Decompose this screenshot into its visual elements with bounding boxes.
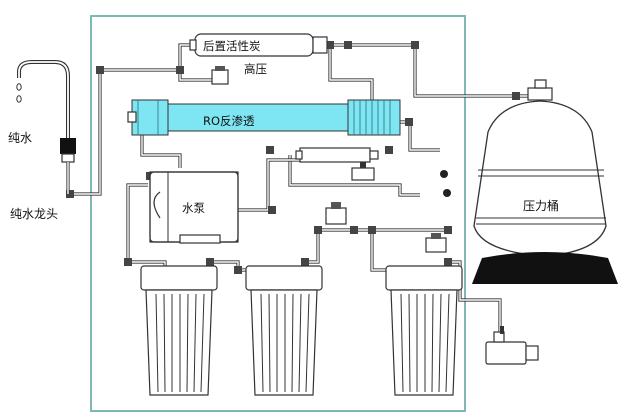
pump-label: 水泵 xyxy=(182,201,205,215)
filter-housing-1 xyxy=(140,265,218,396)
filter-housing-3 xyxy=(385,265,463,396)
ro-membrane-housing xyxy=(127,99,401,136)
post-carbon-filter xyxy=(189,33,328,57)
pure-water-faucet xyxy=(17,60,76,194)
water-drop-icon xyxy=(16,95,22,103)
flow-restrictor xyxy=(295,147,379,163)
faucet-label: 纯水龙头 xyxy=(10,207,58,221)
booster-pump xyxy=(149,171,239,244)
high-pressure-label: 高压 xyxy=(244,62,267,76)
drain-outlet xyxy=(440,170,448,178)
pipe-network xyxy=(67,43,532,340)
feed-water-valve xyxy=(485,326,539,365)
pure-water-label: 纯水 xyxy=(8,131,32,145)
pressure-tank xyxy=(472,79,618,284)
filter-housing-2 xyxy=(245,265,323,396)
tank-label: 压力桶 xyxy=(523,198,559,213)
ro-membrane-label: RO反渗透 xyxy=(203,114,255,128)
flush-valve xyxy=(351,162,375,181)
water-drop-icon xyxy=(16,83,22,91)
inlet-solenoid-valve xyxy=(325,202,347,225)
cabinet-frame xyxy=(90,15,466,412)
post-carbon-label: 后置活性炭 xyxy=(203,39,261,53)
pipe-fittings xyxy=(66,41,520,274)
drain-outlet xyxy=(443,189,451,197)
high-pressure-switch xyxy=(211,66,229,85)
low-pressure-switch xyxy=(425,233,447,253)
